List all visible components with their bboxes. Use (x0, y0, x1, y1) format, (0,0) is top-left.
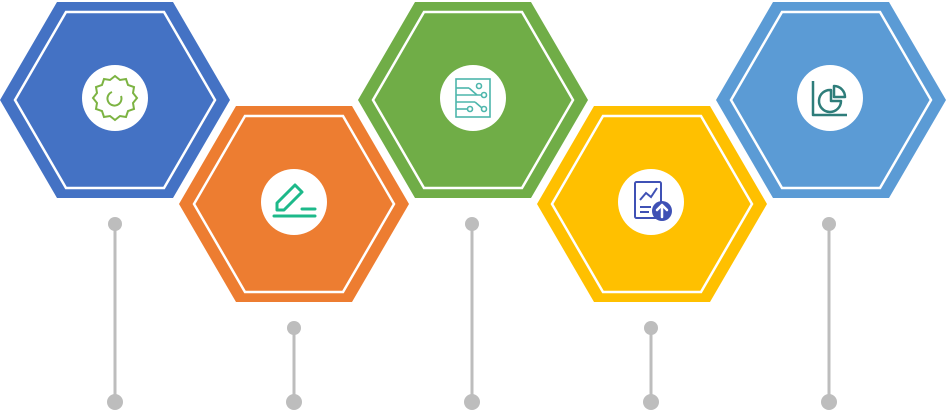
connector-dot-bottom-2 (286, 394, 302, 410)
connector-dot-bottom-1 (107, 394, 123, 410)
connectors (107, 217, 837, 410)
step-1-outline (13, 10, 217, 190)
step-4-outline (550, 114, 754, 294)
step-3-outline (371, 10, 575, 190)
step-5-hexagon (716, 2, 946, 198)
pie-chart-icon (811, 81, 847, 117)
connector-dot-bottom-5 (821, 394, 837, 410)
step-2-hexagon (179, 106, 409, 302)
step-5-outline (729, 10, 933, 190)
step-2-outline (192, 114, 396, 294)
connector-dot-bottom-3 (464, 394, 480, 410)
step-3-hexagon (358, 2, 588, 198)
step-1-icon-circle (82, 65, 148, 131)
step-4-icon-circle (618, 169, 684, 235)
connector-dot-top-3 (465, 217, 479, 231)
circuit-icon (455, 78, 491, 118)
step-1-hexagon (0, 2, 230, 198)
gear-icon (91, 74, 139, 122)
connector-dot-top-4 (644, 321, 658, 335)
connector-dot-top-1 (108, 217, 122, 231)
pen-icon (272, 183, 317, 218)
step-3-icon-circle (440, 65, 506, 131)
connector-dot-top-2 (287, 321, 301, 335)
report-up-icon (634, 181, 672, 221)
step-4-hexagon (537, 106, 767, 302)
connector-dot-top-5 (822, 217, 836, 231)
connector-dot-bottom-4 (643, 394, 659, 410)
